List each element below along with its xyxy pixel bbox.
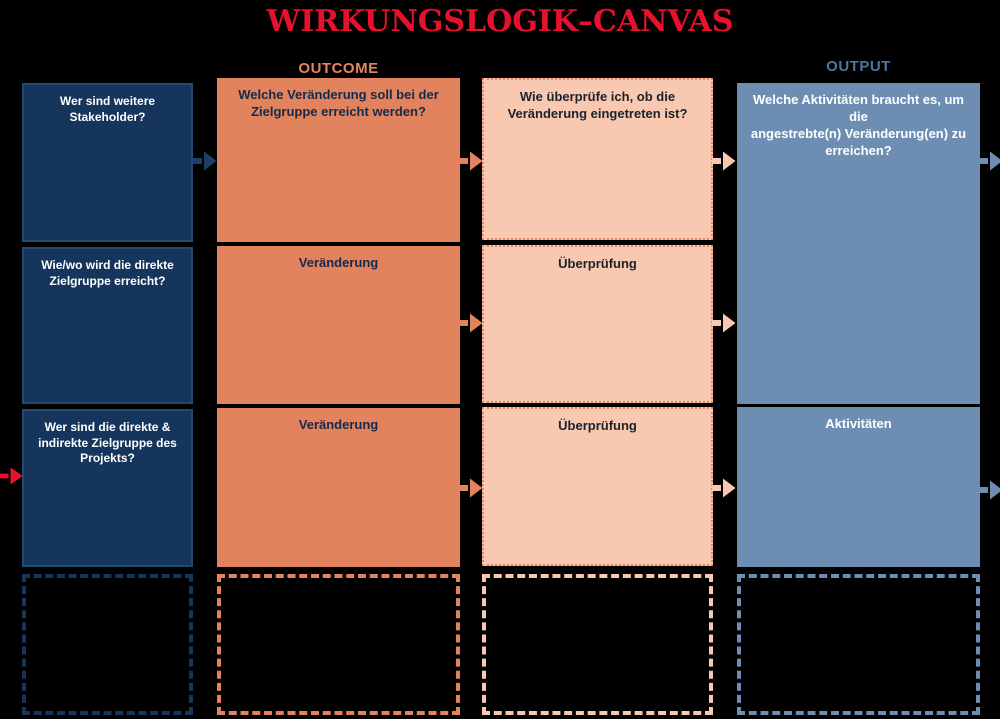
- column-header-outcome: OUTCOME: [298, 60, 379, 77]
- output-arrow-row3: [979, 480, 1000, 500]
- box-label: Welche Veränderung soll bei der Zielgrup…: [238, 87, 439, 119]
- flow-arrow-outcome-to-verification-row1: [459, 151, 483, 171]
- box-label: Welche Aktivitäten braucht es, um die an…: [750, 92, 967, 158]
- box-outcome-row3: Veränderung: [217, 408, 460, 567]
- box-stakeholder-row1: Wer sind weitere Stakeholder?: [22, 83, 193, 242]
- box-label: Aktivitäten: [825, 416, 892, 431]
- box-verification-row1: Wie überprüfe ich, ob die Veränderung ei…: [482, 78, 713, 240]
- box-stakeholder-row2: Wie/wo wird die direkte Zielgruppe errei…: [22, 247, 193, 404]
- box-label: Überprüfung: [558, 418, 637, 433]
- box-outcome-row1: Welche Veränderung soll bei der Zielgrup…: [217, 78, 460, 242]
- box-label: Wie überprüfe ich, ob die Veränderung ei…: [507, 89, 688, 121]
- box-stakeholder-row3: Wer sind die direkte & indirekte Zielgru…: [22, 409, 193, 567]
- box-label: Wer sind weitere Stakeholder?: [59, 94, 156, 124]
- flow-arrow-outcome-to-verification-row3: [459, 478, 483, 498]
- flow-arrow-outcome-to-verification-row2: [459, 313, 483, 333]
- notes-box-output: [737, 574, 980, 715]
- flow-arrow-verification-to-output-row2: [712, 313, 736, 333]
- notes-box-outcome: [217, 574, 460, 715]
- box-label: Wer sind die direkte & indirekte Zielgru…: [38, 420, 177, 466]
- box-outcome-row2: Veränderung: [217, 246, 460, 404]
- input-arrow: [0, 467, 23, 485]
- box-label: Veränderung: [298, 255, 379, 270]
- flow-arrow-stakeholder-to-outcome-row1: [193, 151, 217, 171]
- box-output-question: Welche Aktivitäten braucht es, um die an…: [737, 83, 980, 404]
- box-label: Überprüfung: [558, 256, 637, 271]
- box-label: Wie/wo wird die direkte Zielgruppe errei…: [41, 258, 174, 288]
- box-output-activities: Aktivitäten: [737, 407, 980, 567]
- canvas-title: WIRKUNGSLOGIK–CANVAS: [266, 4, 734, 39]
- column-header-output: OUTPUT: [826, 58, 891, 75]
- notes-box-verification: [482, 574, 713, 715]
- box-label: Veränderung: [298, 417, 379, 432]
- notes-box-stakeholder: [22, 574, 193, 715]
- flow-arrow-verification-to-output-row1: [712, 151, 736, 171]
- box-verification-row3: Überprüfung: [482, 407, 713, 566]
- output-arrow-row1: [979, 151, 1000, 171]
- flow-arrow-verification-to-output-row3: [712, 478, 736, 498]
- box-verification-row2: Überprüfung: [482, 245, 713, 403]
